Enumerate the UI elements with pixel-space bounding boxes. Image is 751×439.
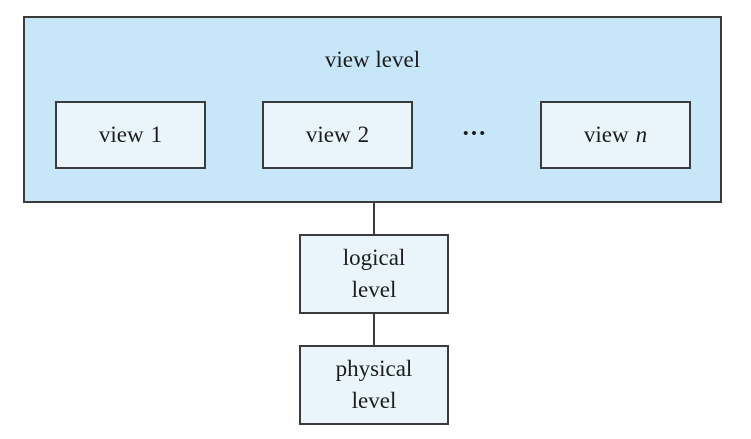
physical-level-box: physical level (299, 345, 449, 425)
ellipsis-dots: ••• (463, 126, 488, 142)
logical-level-line1: logical (342, 245, 406, 270)
view-2-number: 2 (357, 122, 370, 147)
physical-level-line2: level (351, 388, 397, 413)
view-level-label: view level (324, 47, 421, 72)
view-n-variable: n (635, 122, 648, 147)
view-n-prefix: view (583, 122, 629, 147)
logical-level-line2: level (351, 277, 397, 302)
logical-level-box: logical level (299, 234, 449, 314)
view-1-prefix: view (98, 122, 144, 147)
connector-logical-to-physical (373, 314, 375, 345)
connector-view-to-logical (373, 203, 375, 234)
view-2-prefix: view (305, 122, 351, 147)
physical-level-line1: physical (335, 356, 413, 381)
view-1-number: 1 (150, 122, 163, 147)
